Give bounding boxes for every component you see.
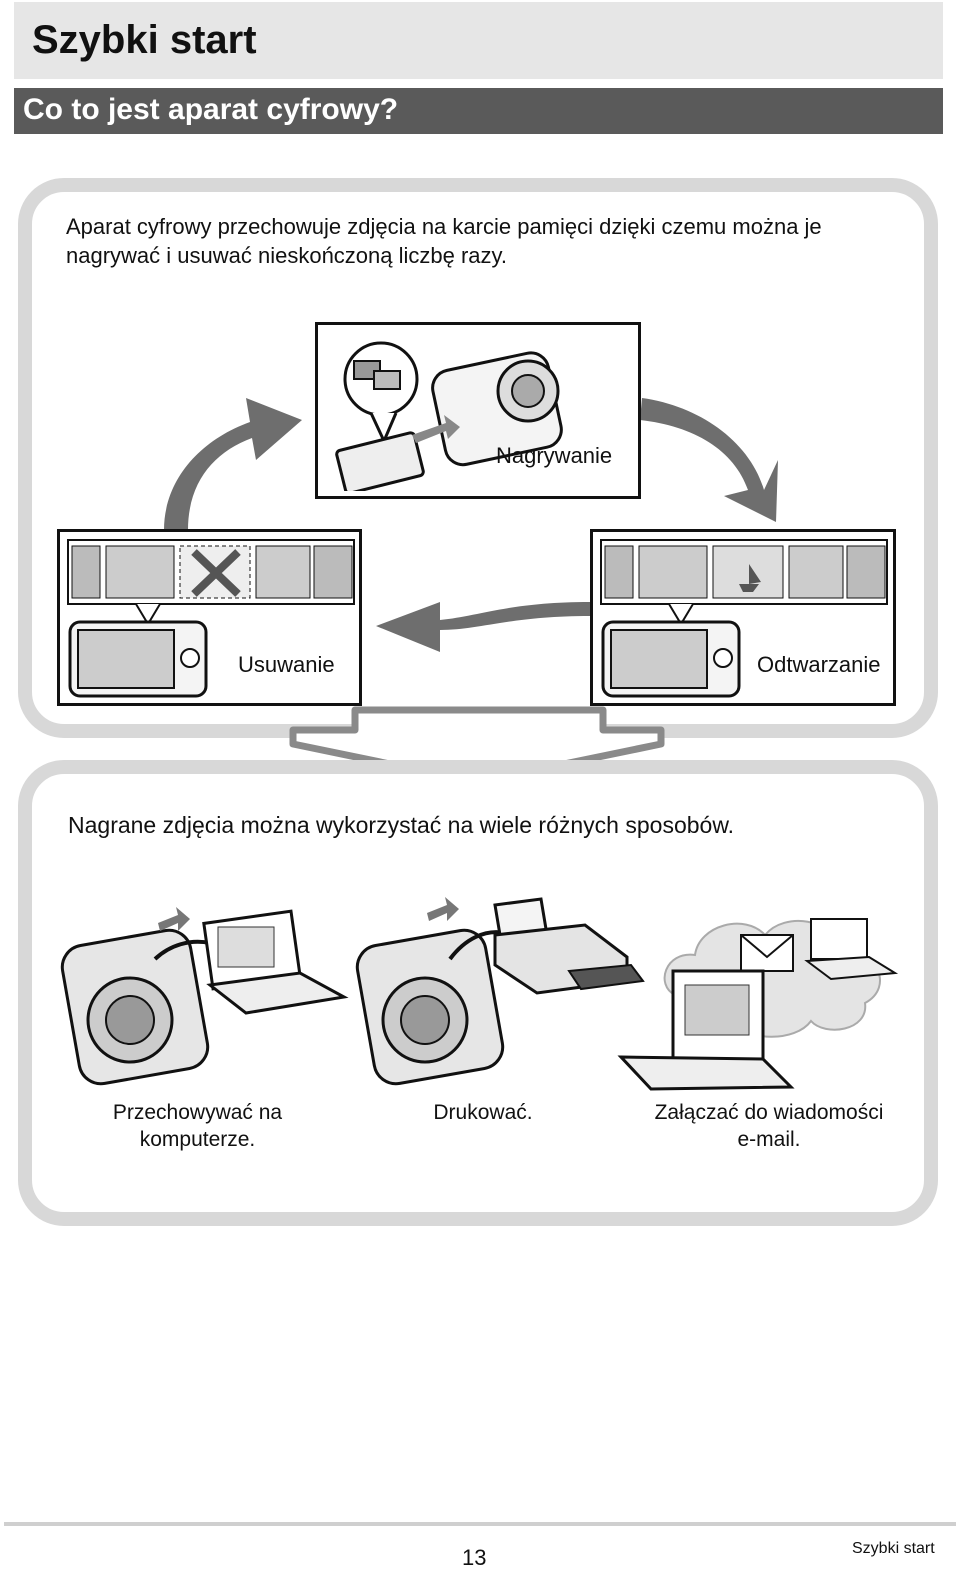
page-number: 13	[462, 1545, 487, 1570]
section-title: Co to jest aparat cyfrowy?	[23, 93, 399, 126]
record-box: Nagrywanie	[315, 322, 641, 499]
footer-section: Szybki start	[852, 1540, 935, 1557]
title-bar: Szybki start	[14, 2, 943, 79]
play-label: Odtwarzanie	[757, 652, 881, 677]
caption-line: Przechowywać na	[112, 1101, 283, 1124]
delete-illustration	[67, 539, 355, 698]
play-box: Odtwarzanie	[590, 529, 896, 706]
record-label: Nagrywanie	[496, 443, 613, 468]
delete-label: Usuwanie	[238, 652, 335, 677]
arrow-left-icon	[376, 602, 590, 652]
camera-sd-card-icon	[335, 341, 563, 491]
caption-line: komputerze.	[139, 1128, 256, 1151]
cycle-arrows	[164, 398, 778, 652]
intro-text: Aparat cyfrowy przechowuje zdjęcia na ka…	[66, 214, 822, 268]
email-attachment-icon	[617, 918, 899, 1091]
arrow-up-icon	[164, 398, 302, 530]
caption-line: Załączać do wiadomości	[654, 1101, 884, 1124]
use-caption-computer: Przechowywać na komputerze.	[80, 1099, 315, 1153]
camera-to-printer-icon	[355, 897, 645, 1086]
playback-illustration	[600, 539, 888, 698]
use-caption-print: Drukować.	[398, 1099, 568, 1126]
boat-icon	[739, 564, 761, 592]
arrow-down-icon	[640, 398, 778, 522]
caption-line: Drukować.	[433, 1101, 533, 1124]
delete-box: Usuwanie	[57, 529, 362, 706]
caption-line: e-mail.	[737, 1128, 801, 1151]
subtitle-bar: Co to jest aparat cyfrowy?	[14, 88, 943, 134]
uses-intro: Nagrane zdjęcia można wykorzystać na wie…	[68, 812, 735, 838]
footer-divider	[4, 1522, 956, 1526]
camera-to-computer-icon	[60, 907, 349, 1086]
delete-x-icon	[191, 549, 241, 597]
page-title: Szybki start	[32, 18, 257, 62]
use-caption-email: Załączać do wiadomości e-mail.	[628, 1099, 910, 1153]
